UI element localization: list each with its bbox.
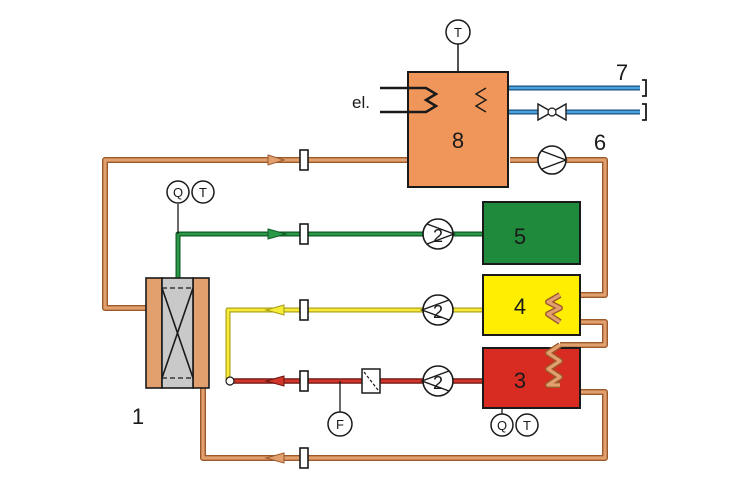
flow-sensor-top: Q bbox=[166, 180, 190, 234]
temperature-sensor-exchanger-t: T bbox=[199, 185, 207, 200]
arrow-copper-bottom bbox=[264, 452, 285, 464]
electric-heater-label: el. bbox=[352, 93, 370, 112]
electric-heater-coil bbox=[380, 86, 439, 114]
heat-exchanger-1 bbox=[145, 277, 210, 389]
tank-5: 5 bbox=[482, 201, 581, 265]
temperature-sensor-exchanger: T bbox=[191, 180, 215, 204]
heat-exchanger-1-label: 1 bbox=[132, 404, 144, 429]
pump-yellow-icon: 2 bbox=[419, 294, 454, 326]
svg-text:2: 2 bbox=[433, 373, 443, 393]
tank-3-label: 3 bbox=[514, 368, 526, 393]
tank-4-label: 4 bbox=[514, 294, 526, 319]
arrow-copper-top bbox=[267, 154, 286, 166]
tank-4: 4 bbox=[482, 274, 581, 336]
filter-icon bbox=[339, 368, 381, 412]
pump-6-icon bbox=[537, 145, 568, 175]
temperature-sensor-top-label: T bbox=[454, 25, 462, 40]
consumer-coil bbox=[474, 87, 488, 113]
consumer-terminals bbox=[642, 79, 647, 121]
flow-arrows bbox=[264, 154, 288, 464]
storage-tank-8: 8 bbox=[407, 44, 509, 188]
valve-icon bbox=[537, 102, 567, 122]
flow-sensor-tank-3-q: Q bbox=[497, 418, 507, 433]
tank-4-coil bbox=[545, 292, 563, 325]
temperature-sensor-tank-3: T bbox=[515, 413, 539, 437]
temperature-sensor-tank-3-t: T bbox=[523, 418, 531, 433]
flow-meter-f-label: F bbox=[336, 417, 344, 432]
tank-5-label: 5 bbox=[514, 224, 526, 249]
arrow-yellow bbox=[264, 304, 285, 316]
svg-text:2: 2 bbox=[433, 226, 443, 246]
tank-3-coil bbox=[545, 342, 563, 388]
arrow-red bbox=[264, 375, 285, 387]
pump-green-icon: 2 bbox=[422, 218, 457, 250]
flow-meter-f: F bbox=[327, 411, 353, 437]
svg-text:2: 2 bbox=[433, 302, 443, 322]
junction-node bbox=[225, 376, 235, 386]
temperature-sensor-top: T bbox=[445, 19, 471, 45]
pump-red-icon: 2 bbox=[419, 365, 454, 397]
consumer-7-label: 7 bbox=[616, 60, 628, 85]
storage-tank-8-label: 8 bbox=[452, 128, 464, 153]
pump-6-label: 6 bbox=[594, 130, 606, 155]
flow-sensor-tank-3: Q bbox=[490, 408, 514, 437]
tank-3: 3 bbox=[482, 347, 581, 409]
yellow-pipe bbox=[225, 307, 483, 380]
arrow-green bbox=[267, 228, 288, 240]
flow-sensor-top-q: Q bbox=[173, 185, 183, 200]
